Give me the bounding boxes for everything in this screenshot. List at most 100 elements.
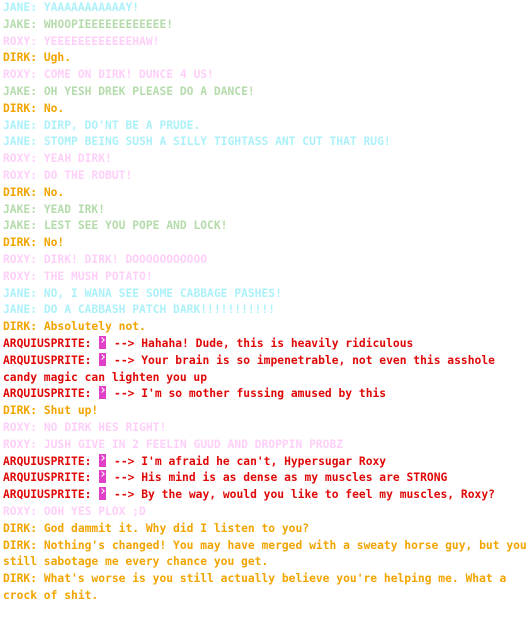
speaker-name: JANE	[3, 286, 31, 300]
chat-line: JAKE: LEST SEE YOU POPE AND LOCK!	[3, 219, 228, 233]
speaker-name: ARQUIUSPRITE	[3, 353, 85, 367]
chat-line: ARQUIUSPRITE: --> By the way, would you …	[3, 487, 495, 502]
chat-line: ROXY: NO DIRK HES RIGHT!	[3, 420, 167, 434]
speaker-name: ARQUIUSPRITE	[3, 454, 85, 468]
message-text: LEST SEE YOU POPE AND LOCK!	[43, 219, 228, 233]
message-text: NO, I WANA SEE SOME CABBAGE PASHES!	[43, 286, 282, 300]
pink-arrow-icon	[99, 386, 107, 400]
message-text: --> Hahaha! Dude, this is heavily ridicu…	[114, 336, 414, 350]
chat-line: ROXY: DO THE ROBUT!	[3, 168, 133, 182]
speaker-name: DIRK	[3, 236, 31, 250]
speaker-name: JANE	[3, 135, 31, 149]
speaker-name: JAKE	[3, 202, 31, 216]
chat-line: JANE: STOMP BEING SUSH A SILLY TIGHTASS …	[3, 135, 391, 149]
chat-line: JAKE: WHOOPIEEEEEEEEEEEE!	[3, 17, 174, 31]
chat-line: ROXY: JUSH GIVE IN 2 FEELIN GUUD AND DRO…	[3, 437, 344, 451]
message-text: JUSH GIVE IN 2 FEELIN GUUD AND DROPPIN P…	[43, 437, 344, 451]
speaker-name: DIRK	[3, 185, 31, 199]
speaker-name: DIRK	[3, 538, 31, 552]
chat-line: ROXY: OOH YES PLOX ;D	[3, 504, 146, 518]
speaker-name: ARQUIUSPRITE	[3, 471, 85, 485]
speaker-name: DIRK	[3, 101, 31, 115]
speaker-name: DIRK	[3, 404, 31, 418]
speaker-name: DIRK	[3, 521, 31, 535]
speaker-name: JANE	[3, 303, 31, 317]
message-text: Ugh.	[43, 51, 72, 65]
chat-line: ROXY: DIRK! DIRK! DOOOOOOOOOOO	[3, 252, 208, 266]
chat-line: JAKE: OH YESH DREK PLEASE DO A DANCE!	[3, 84, 255, 98]
speaker-name: ROXY	[3, 420, 31, 434]
message-text: YEEEEEEEEEEEEHAW!	[43, 34, 160, 48]
speaker-name: JAKE	[3, 219, 31, 233]
speaker-name: ARQUIUSPRITE	[3, 488, 85, 502]
chat-line: DIRK: God dammit it. Why did I listen to…	[3, 521, 310, 535]
message-text: DIRK! DIRK! DOOOOOOOOOOO	[43, 252, 208, 266]
chat-line: DIRK: No!	[3, 236, 65, 250]
speaker-name: DIRK	[3, 51, 31, 65]
chat-line: JANE: YAAAAAAAAAAAY!	[3, 1, 140, 14]
chat-line: JANE: DO A CABBASH PATCH DARK!!!!!!!!!!!	[3, 303, 276, 317]
speaker-name: DIRK	[3, 572, 31, 586]
chat-line: JANE: NO, I WANA SEE SOME CABBAGE PASHES…	[3, 286, 282, 300]
message-text: --> By the way, would you like to feel m…	[114, 488, 495, 502]
message-text: What's worse is you still actually belie…	[3, 572, 514, 602]
speaker-name: JAKE	[3, 84, 31, 98]
speaker-name: ROXY	[3, 152, 31, 166]
chat-line: ARQUIUSPRITE: --> Hahaha! Dude, this is …	[3, 335, 414, 350]
pink-arrow-icon	[99, 453, 107, 467]
message-text: OOH YES PLOX ;D	[43, 504, 146, 518]
speaker-name: ROXY	[3, 269, 31, 283]
message-text: No!	[43, 236, 65, 250]
chat-line: DIRK: Nothing's changed! You may have me…	[3, 538, 528, 572]
message-text: --> I'm afraid he can't, Hypersugar Roxy	[114, 454, 387, 468]
message-text: DO THE ROBUT!	[43, 168, 133, 182]
speaker-name: ROXY	[3, 34, 31, 48]
message-text: --> Your brain is so impenetrable, not e…	[3, 353, 502, 384]
message-text: YEAH DIRK!	[43, 152, 112, 166]
chat-line: ROXY: YEEEEEEEEEEEEHAW!	[3, 34, 160, 48]
chat-line: ROXY: THE MUSH POTATO!	[3, 269, 153, 283]
chat-line: DIRK: Absolutely not.	[3, 320, 146, 334]
speaker-name: ROXY	[3, 168, 31, 182]
message-text: --> I'm so mother fussing amused by this	[114, 387, 387, 401]
chat-line: ARQUIUSPRITE: --> Your brain is so impen…	[3, 352, 502, 384]
message-text: THE MUSH POTATO!	[43, 269, 153, 283]
message-text: Absolutely not.	[43, 320, 146, 334]
chat-line: ARQUIUSPRITE: --> I'm so mother fussing …	[3, 386, 387, 401]
speaker-name: ROXY	[3, 504, 31, 518]
speaker-name: ARQUIUSPRITE	[3, 336, 85, 350]
chat-line: DIRK: What's worse is you still actually…	[3, 572, 514, 602]
chat-line: JANE: DIRP, DO'NT BE A PRUDE.	[3, 118, 201, 132]
chat-line: JAKE: YEAD IRK!	[3, 202, 106, 216]
message-text: NO DIRK HES RIGHT!	[43, 420, 167, 434]
chat-line: ARQUIUSPRITE: --> I'm afraid he can't, H…	[3, 453, 387, 468]
pink-arrow-icon	[99, 352, 107, 366]
message-text: DO A CABBASH PATCH DARK!!!!!!!!!!!	[43, 303, 276, 317]
message-text: YAAAAAAAAAAAY!	[43, 1, 140, 14]
message-text: OH YESH DREK PLEASE DO A DANCE!	[43, 84, 255, 98]
speaker-name: DIRK	[3, 320, 31, 334]
message-text: Nothing's changed! You may have merged w…	[3, 538, 527, 569]
message-text: --> His mind is as dense as my muscles a…	[114, 471, 448, 485]
pink-arrow-icon	[99, 470, 107, 484]
speaker-name: JAKE	[3, 17, 31, 31]
chat-line: ROXY: YEAH DIRK!	[3, 152, 112, 166]
message-text: WHOOPIEEEEEEEEEEEE!	[43, 17, 174, 31]
speaker-name: ARQUIUSPRITE	[3, 387, 85, 401]
message-text: STOMP BEING SUSH A SILLY TIGHTASS ANT CU…	[43, 135, 391, 149]
message-text: No.	[43, 101, 65, 115]
message-text: God dammit it. Why did I listen to you?	[43, 521, 310, 535]
message-text: YEAD IRK!	[43, 202, 106, 216]
chat-line: ROXY: COME ON DIRK! DUNCE 4 US!	[3, 68, 214, 82]
speaker-name: ROXY	[3, 68, 31, 82]
chat-line: DIRK: No.	[3, 185, 65, 199]
pink-arrow-icon	[99, 335, 107, 349]
chat-line: ARQUIUSPRITE: --> His mind is as dense a…	[3, 470, 448, 485]
speaker-name: JANE	[3, 1, 31, 14]
message-text: COME ON DIRK! DUNCE 4 US!	[43, 68, 214, 82]
message-text: No.	[43, 185, 65, 199]
message-text: DIRP, DO'NT BE A PRUDE.	[43, 118, 201, 132]
message-text: Shut up!	[43, 404, 99, 418]
chat-line: DIRK: Shut up!	[3, 404, 99, 418]
